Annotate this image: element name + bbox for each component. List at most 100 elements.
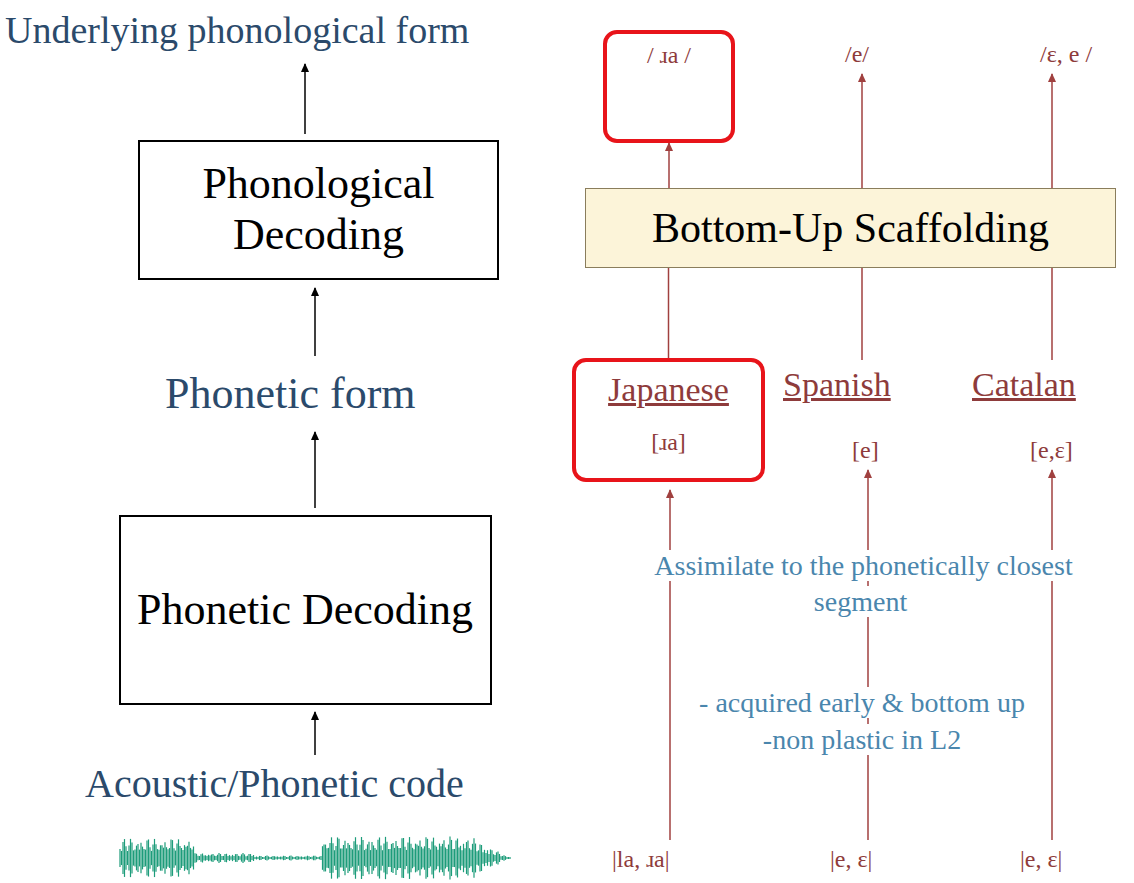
waveform-stroke — [346, 848, 347, 867]
waveform-stroke — [185, 847, 186, 870]
waveform-stroke — [128, 846, 129, 871]
waveform-stroke — [323, 844, 324, 871]
waveform-stroke — [200, 854, 201, 862]
waveform-stroke — [263, 857, 264, 859]
label-holder: |la, ɹa| — [612, 845, 670, 874]
waveform-stroke — [119, 849, 120, 867]
waveform-stroke — [446, 849, 447, 867]
waveform-stroke — [232, 855, 233, 861]
assimilation-arrow — [1051, 470, 1053, 840]
waveform-stroke — [481, 845, 482, 871]
waveform-stroke — [215, 856, 216, 860]
waveform-stroke — [443, 840, 444, 875]
waveform-stroke — [179, 846, 180, 870]
waveform-stroke — [191, 850, 192, 867]
waveform-stroke — [182, 850, 183, 866]
waveform-stroke — [484, 850, 485, 866]
label-holder: [e] — [852, 436, 879, 465]
flow-arrow — [314, 712, 316, 755]
assimilation-arrow — [669, 490, 671, 840]
waveform-stroke — [509, 857, 510, 859]
waveform-stroke — [382, 850, 383, 866]
waveform-stroke — [245, 856, 246, 860]
waveform-stroke — [436, 847, 437, 870]
waveform-stroke — [124, 839, 125, 877]
waveform-stroke — [218, 853, 219, 863]
waveform-stroke — [284, 856, 285, 860]
waveform-stroke — [136, 846, 137, 871]
waveform-stroke — [169, 848, 170, 868]
waveform-stroke — [151, 851, 152, 865]
waveform-stroke — [224, 854, 225, 862]
waveform-stroke — [361, 837, 362, 879]
waveform-stroke — [308, 856, 309, 860]
label-holder: Acoustic/Phonetic code — [85, 760, 464, 808]
waveform — [120, 836, 510, 879]
waveform-stroke — [425, 837, 426, 879]
waveform-stroke — [250, 854, 251, 862]
waveform-stroke — [248, 854, 249, 862]
connector-arrow — [668, 268, 670, 358]
waveform-stroke — [493, 854, 494, 862]
waveform-stroke — [488, 854, 489, 862]
waveform-stroke — [377, 840, 378, 877]
waveform-stroke — [154, 839, 155, 877]
waveform-stroke — [398, 848, 399, 868]
waveform-stroke — [299, 857, 300, 860]
waveform-stroke — [344, 841, 345, 875]
waveform-stroke — [226, 854, 227, 863]
waveform-stroke — [208, 855, 209, 861]
waveform-stroke — [337, 837, 338, 878]
waveform-stroke — [331, 837, 332, 878]
waveform-stroke — [391, 844, 392, 872]
waveform-stroke — [445, 847, 446, 868]
process-box: Phonological Decoding — [138, 140, 499, 280]
waveform-stroke — [332, 843, 333, 872]
waveform-stroke — [260, 856, 261, 860]
waveform-stroke — [163, 848, 164, 869]
waveform-stroke — [197, 856, 198, 860]
waveform-stroke — [205, 855, 206, 860]
waveform-stroke — [497, 851, 498, 864]
waveform-stroke — [161, 845, 162, 871]
waveform-stroke — [490, 849, 491, 866]
waveform-stroke — [397, 846, 398, 870]
waveform-stroke — [199, 856, 200, 860]
waveform-stroke — [364, 850, 365, 866]
waveform-stroke — [500, 856, 501, 860]
waveform-stroke — [196, 854, 197, 862]
waveform-stroke — [434, 846, 435, 871]
waveform-stroke — [307, 856, 308, 861]
waveform-stroke — [407, 842, 408, 873]
waveform-stroke — [275, 857, 276, 859]
waveform-stroke — [272, 856, 273, 860]
waveform-stroke — [301, 856, 302, 859]
label-holder: Spanish — [783, 365, 891, 406]
waveform-stroke — [178, 839, 179, 876]
phoneme-label: /ɛ, e / — [1040, 41, 1092, 67]
waveform-stroke — [268, 856, 269, 859]
waveform-stroke — [508, 857, 509, 859]
waveform-stroke — [278, 857, 279, 859]
waveform-stroke — [448, 845, 449, 872]
waveform-stroke — [311, 857, 312, 859]
waveform-stroke — [328, 848, 329, 868]
waveform-stroke — [313, 856, 314, 860]
waveform-stroke — [175, 851, 176, 866]
waveform-stroke — [334, 850, 335, 866]
waveform-stroke — [470, 850, 471, 866]
node-text: Bottom-Up Scaffolding — [652, 204, 1049, 252]
waveform-stroke — [130, 839, 131, 877]
language-label: Catalan — [972, 366, 1076, 403]
waveform-stroke — [259, 856, 260, 860]
note-text: - acquired early & bottom up — [696, 687, 1028, 718]
waveform-stroke — [439, 844, 440, 873]
waveform-stroke — [472, 844, 473, 872]
flow-arrow — [304, 64, 306, 134]
waveform-stroke — [452, 849, 453, 867]
waveform-stroke — [125, 846, 126, 870]
waveform-stroke — [460, 846, 461, 870]
flow-arrow — [314, 288, 316, 356]
waveform-stroke — [319, 857, 320, 860]
